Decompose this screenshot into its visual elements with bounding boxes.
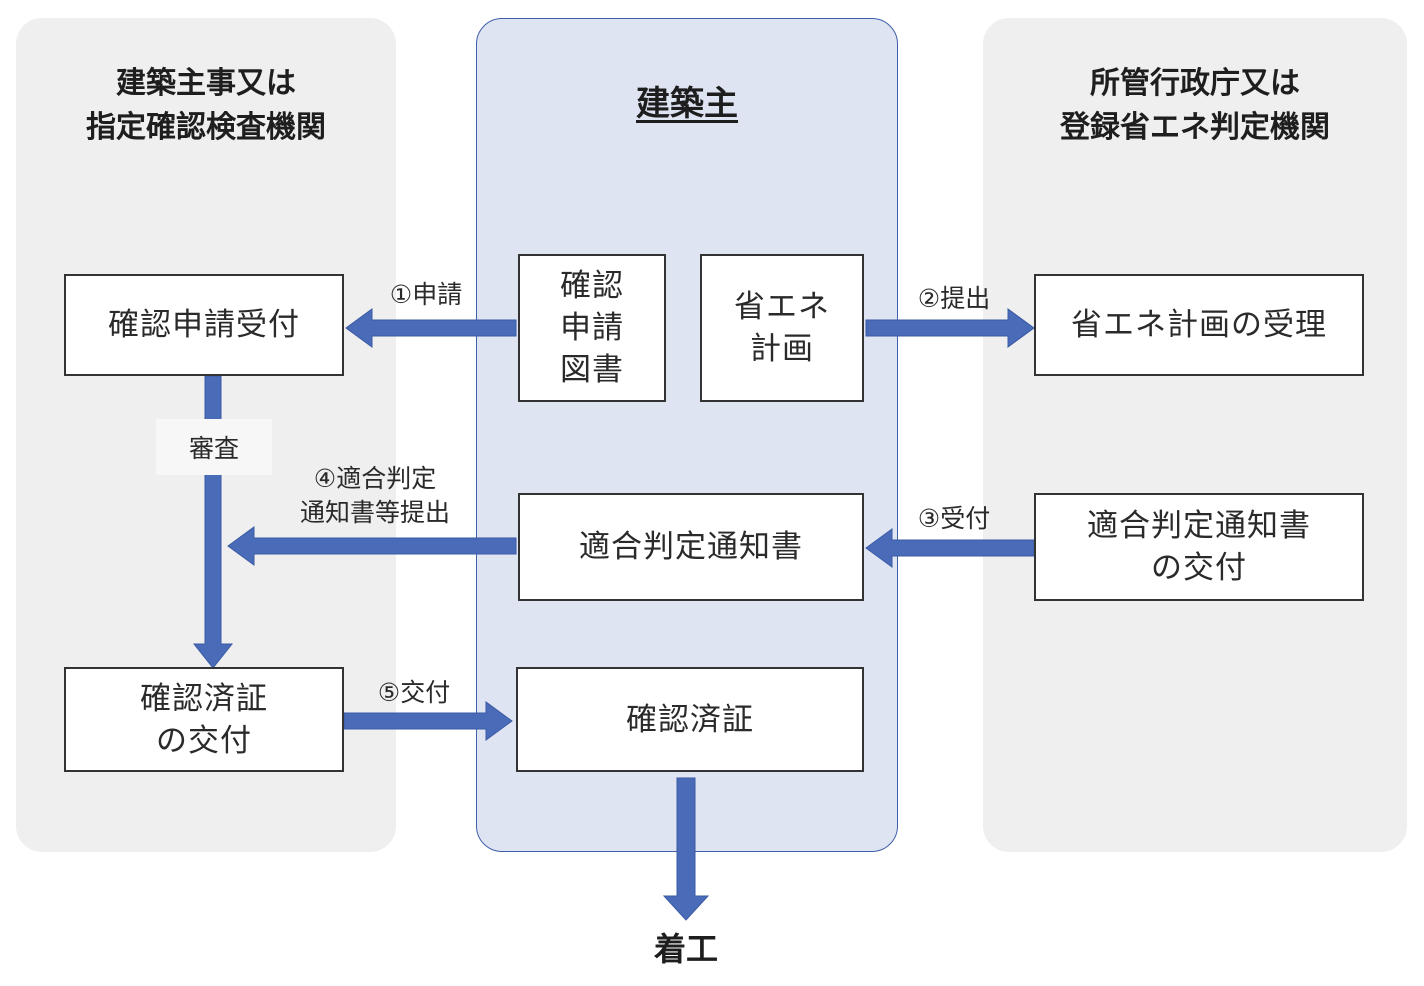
arrow-issuance xyxy=(343,701,513,741)
step4-label: ④適合判定 通知書等提出 xyxy=(299,464,450,527)
construction-start-label: 着工 xyxy=(653,930,718,968)
energy-plan-acceptance-box: 省エネ計画の受理 xyxy=(1034,274,1364,376)
left-column-heading: 建築主事又は 指定確認検査機関 xyxy=(86,66,326,145)
arrow-submission xyxy=(865,308,1035,348)
certificate-issuance-box: 確認済証 の交付 xyxy=(64,667,344,772)
conformity-notice-box: 適合判定通知書 xyxy=(518,493,864,601)
energy-saving-plan-box: 省エネ 計画 xyxy=(700,254,864,402)
step5-label: ⑤交付 xyxy=(377,678,451,707)
arrow-application xyxy=(345,308,517,348)
center-column-heading: 建築主 xyxy=(636,84,738,124)
review-label: 審査 xyxy=(156,419,272,475)
right-column-heading: 所管行政庁又は 登録省エネ判定機関 xyxy=(1060,66,1330,145)
right-column xyxy=(983,18,1407,852)
step3-label: ③受付 xyxy=(917,504,991,533)
arrow-construction-start xyxy=(662,777,710,921)
confirmation-application-drawings-box: 確認 申請 図書 xyxy=(518,254,666,402)
step2-label: ②提出 xyxy=(917,284,991,313)
arrow-notice-submission xyxy=(227,526,517,566)
step1-label: ①申請 xyxy=(389,280,463,309)
arrow-receipt xyxy=(865,528,1035,568)
conformity-notice-issuance-box: 適合判定通知書 の交付 xyxy=(1034,493,1364,601)
confirmation-application-received-box: 確認申請受付 xyxy=(64,274,344,376)
certificate-box: 確認済証 xyxy=(516,667,864,772)
